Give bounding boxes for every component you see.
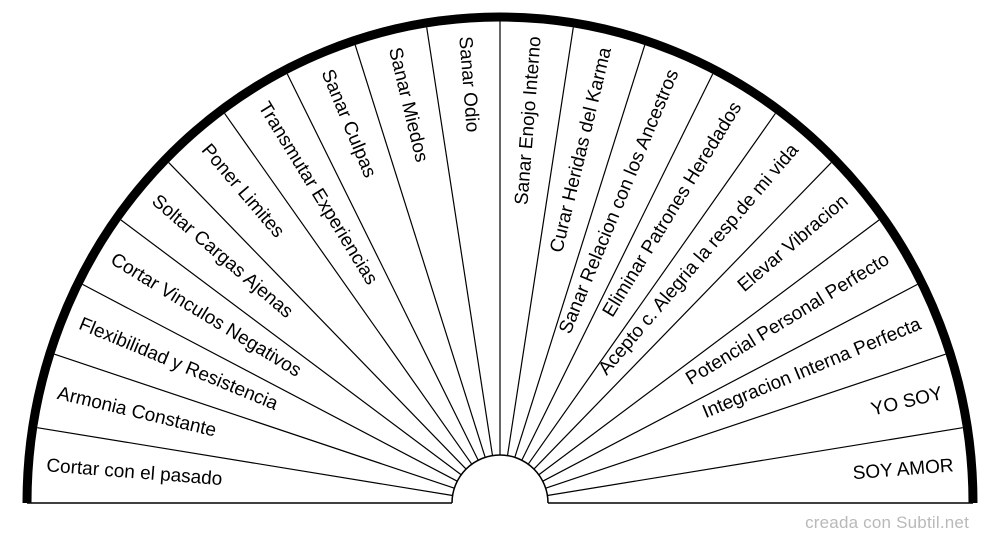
sector-divider-line	[354, 44, 486, 458]
sector-divider-line	[514, 44, 646, 458]
sector-label-19: SOY AMOR	[852, 455, 954, 484]
sector-divider-line	[547, 427, 963, 497]
sector-divider-line	[168, 162, 467, 470]
sector-divider-line	[538, 219, 880, 476]
sector-divider-line	[506, 27, 574, 456]
sector-divider-line	[545, 353, 946, 489]
sector-divider-line	[54, 353, 455, 489]
sector-label-10: Sanar Enojo Interno	[511, 36, 545, 206]
sector-divider-line	[542, 283, 918, 482]
sector-label-5: Poner Limites	[197, 140, 288, 242]
sector-divider-line	[286, 73, 479, 461]
sector-divider-line	[521, 73, 714, 461]
sector-divider-line	[82, 283, 458, 482]
watermark: creada con Subtil.net	[805, 513, 969, 532]
sector-divider-line	[426, 27, 494, 456]
sector-divider-line	[533, 162, 832, 470]
sector-label-9: Sanar Odio	[454, 36, 482, 133]
sector-divider-line	[224, 113, 473, 465]
sector-divider-line	[527, 113, 776, 465]
sector-label-1: Armonia Constante	[55, 383, 218, 441]
outer-arc	[22, 12, 978, 504]
sector-label-18: YO SOY	[869, 383, 945, 421]
sector-divider-line	[37, 427, 453, 497]
sector-label-7: Sanar Culpas	[317, 66, 380, 180]
sector-label-6: Transmutar Experiencias	[254, 98, 382, 288]
sector-label-0: Cortar con el pasado	[46, 455, 223, 490]
center-notch-arc	[451, 454, 549, 504]
sector-divider-line	[120, 219, 462, 476]
sector-label-8: Sanar Miedos	[384, 45, 432, 164]
